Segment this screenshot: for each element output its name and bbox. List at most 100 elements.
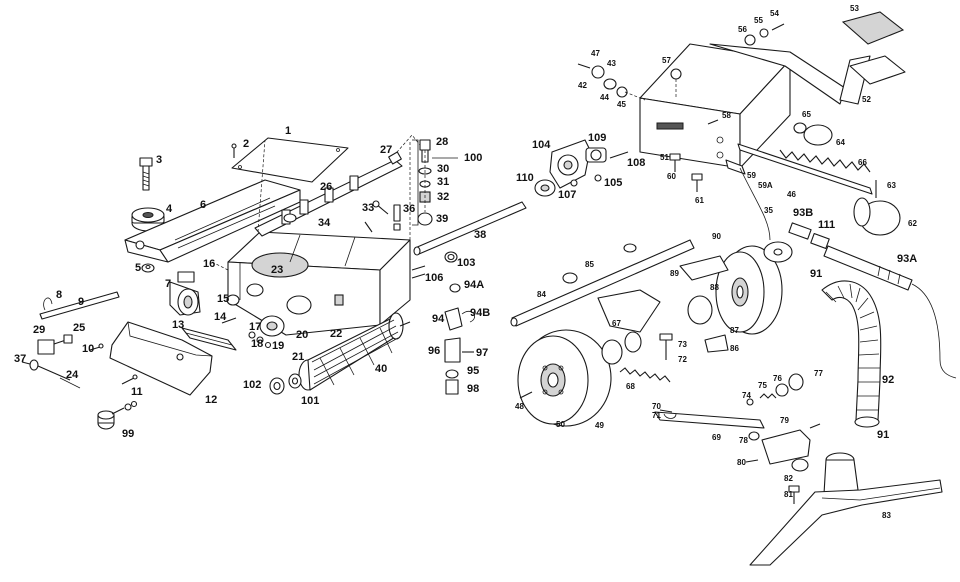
part-label-97: 97 bbox=[476, 347, 488, 359]
part-label-29: 29 bbox=[33, 324, 45, 336]
part-label-91: 91 bbox=[810, 268, 822, 280]
part-label-101: 101 bbox=[301, 395, 319, 407]
reel-40 bbox=[298, 312, 411, 391]
main-housing bbox=[227, 231, 411, 336]
part-label-65: 65 bbox=[802, 110, 811, 119]
part-label-24: 24 bbox=[66, 369, 79, 381]
part-label-85: 85 bbox=[585, 260, 594, 269]
part-label-79: 79 bbox=[780, 416, 789, 425]
part-label-63: 63 bbox=[887, 181, 896, 190]
part-label-44: 44 bbox=[600, 93, 609, 102]
roller-4 bbox=[131, 207, 165, 232]
part-label-59: 59 bbox=[747, 171, 756, 180]
part-label-38: 38 bbox=[474, 229, 486, 241]
part-label-51: 51 bbox=[660, 153, 669, 162]
part-label-103: 103 bbox=[457, 257, 475, 269]
part-label-19: 19 bbox=[272, 340, 284, 352]
part-label-102: 102 bbox=[243, 379, 261, 391]
part-label-3: 3 bbox=[156, 154, 162, 166]
part-label-94b: 94B bbox=[470, 307, 490, 319]
part-label-88: 88 bbox=[710, 283, 719, 292]
part-label-73: 73 bbox=[678, 340, 687, 349]
part-label-39: 39 bbox=[436, 213, 448, 225]
bracket-group bbox=[444, 283, 475, 395]
part-label-21: 21 bbox=[292, 351, 304, 363]
hose-nozzle-assembly bbox=[749, 222, 957, 566]
part-label-61: 61 bbox=[695, 196, 704, 205]
part-label-95: 95 bbox=[467, 365, 479, 377]
part-label-9: 9 bbox=[78, 296, 84, 308]
belt-13 bbox=[181, 327, 237, 351]
part-label-36: 36 bbox=[403, 203, 415, 215]
part-label-107: 107 bbox=[558, 189, 576, 201]
part-label-93b: 93B bbox=[793, 207, 813, 219]
part-label-66: 66 bbox=[858, 158, 867, 167]
part-label-58: 58 bbox=[722, 111, 731, 120]
part-label-81: 81 bbox=[784, 490, 793, 499]
part-label-105: 105 bbox=[604, 177, 622, 189]
part-label-12: 12 bbox=[205, 394, 217, 406]
part-label-17: 17 bbox=[249, 321, 261, 333]
part-label-1: 1 bbox=[285, 125, 291, 137]
part-label-23: 23 bbox=[271, 264, 283, 276]
part-label-83: 83 bbox=[882, 511, 891, 520]
part-label-99: 99 bbox=[122, 428, 134, 440]
part-label-60: 60 bbox=[667, 172, 676, 181]
part-label-75: 75 bbox=[758, 381, 767, 390]
part-label-64: 64 bbox=[836, 138, 845, 147]
pedal-assembly bbox=[577, 11, 906, 241]
part-label-43: 43 bbox=[607, 59, 616, 68]
part-label-8: 8 bbox=[56, 289, 62, 301]
part-label-28: 28 bbox=[436, 136, 448, 148]
bolt-3 bbox=[139, 157, 153, 191]
part-label-78: 78 bbox=[739, 436, 748, 445]
part-label-37: 37 bbox=[14, 353, 26, 365]
part-label-48: 48 bbox=[515, 402, 524, 411]
part-label-110: 110 bbox=[516, 172, 534, 184]
part-label-14: 14 bbox=[214, 311, 227, 323]
valve-stack bbox=[417, 139, 433, 226]
part-label-71: 71 bbox=[652, 411, 661, 420]
part-label-57: 57 bbox=[662, 56, 671, 65]
part-label-22: 22 bbox=[330, 328, 342, 340]
part-label-13: 13 bbox=[172, 319, 184, 331]
part-label-108: 108 bbox=[627, 157, 645, 169]
cover-plate bbox=[231, 137, 349, 183]
part-label-86: 86 bbox=[730, 344, 739, 353]
part-label-93a: 93A bbox=[897, 253, 917, 265]
part-label-84: 84 bbox=[537, 290, 546, 299]
part-label-15: 15 bbox=[217, 293, 229, 305]
part-label-80: 80 bbox=[737, 458, 746, 467]
part-label-109: 109 bbox=[588, 132, 606, 144]
part-label-94: 94 bbox=[432, 313, 445, 325]
side-frame-6 bbox=[124, 179, 301, 263]
front-wheel bbox=[715, 245, 783, 335]
part-label-45: 45 bbox=[617, 100, 626, 109]
part-label-92: 92 bbox=[882, 374, 894, 386]
part-label-87: 87 bbox=[730, 326, 739, 335]
shield-12 bbox=[109, 321, 213, 396]
part-label-89: 89 bbox=[670, 269, 679, 278]
part-label-67: 67 bbox=[612, 319, 621, 328]
part-label-4: 4 bbox=[166, 203, 173, 215]
part-label-47: 47 bbox=[591, 49, 600, 58]
part-label-96: 96 bbox=[428, 345, 440, 357]
caster-wheel-7 bbox=[169, 271, 201, 316]
part-label-70: 70 bbox=[652, 402, 661, 411]
part-label-106: 106 bbox=[425, 272, 443, 284]
part-label-30: 30 bbox=[437, 163, 449, 175]
part-label-18: 18 bbox=[251, 338, 263, 350]
part-label-31: 31 bbox=[437, 176, 449, 188]
part-label-104: 104 bbox=[532, 139, 551, 151]
part-label-100: 100 bbox=[464, 152, 482, 164]
part-label-68: 68 bbox=[626, 382, 635, 391]
part-label-7: 7 bbox=[165, 278, 171, 290]
part-label-82: 82 bbox=[784, 474, 793, 483]
part-label-74: 74 bbox=[742, 391, 751, 400]
rear-wheel bbox=[517, 329, 612, 427]
part-label-34: 34 bbox=[318, 217, 331, 229]
part-label-5: 5 bbox=[135, 262, 141, 274]
part-label-6: 6 bbox=[200, 199, 206, 211]
